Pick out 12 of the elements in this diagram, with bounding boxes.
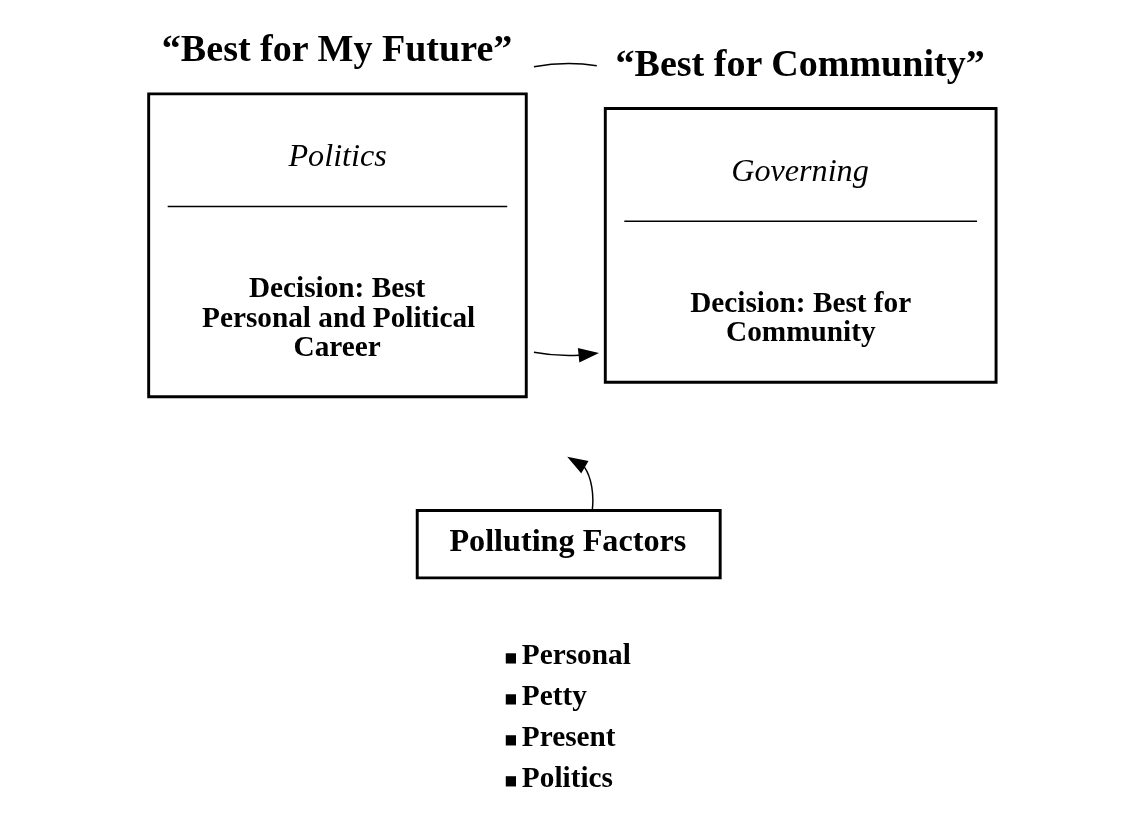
node-label: “Best for My Future” — [161, 26, 513, 69]
label: Petty — [521, 678, 587, 711]
label: Politics — [521, 760, 613, 793]
arrow — [533, 347, 599, 362]
connector — [533, 62, 598, 68]
node-label: “Best for Community” — [615, 41, 985, 84]
node-box: Politics Decision: Best Personal and Political Career — [147, 91, 528, 398]
node-box: Polluting Factors — [415, 508, 722, 579]
node-box: Governing Decision: Best for Community — [603, 106, 998, 384]
label: Present — [521, 719, 616, 752]
arrow — [567, 456, 594, 511]
label: Personal — [521, 637, 631, 670]
